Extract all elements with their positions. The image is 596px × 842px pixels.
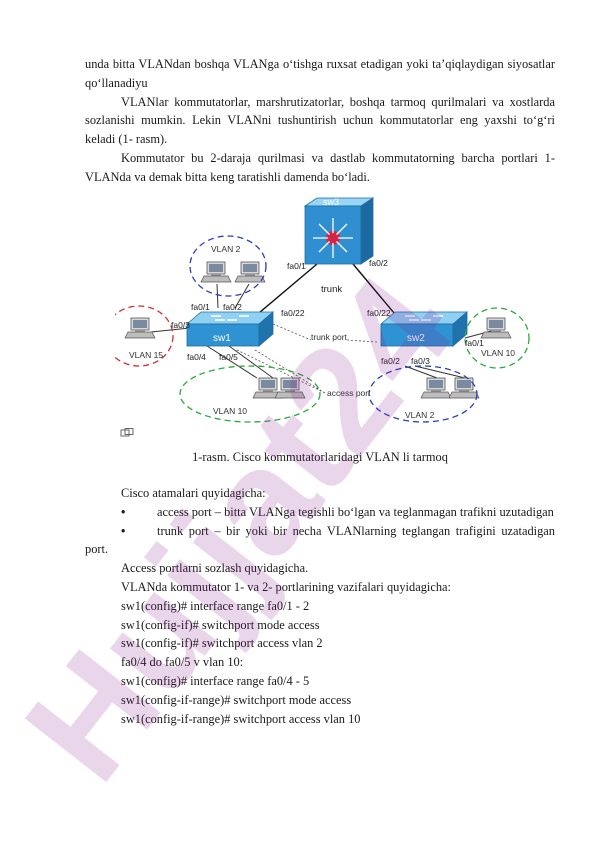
pc-icon — [448, 377, 480, 399]
vlan10-right-label: VLAN 10 — [481, 348, 515, 358]
pc-icon — [234, 261, 266, 283]
sw3-multilayer-switch-icon — [303, 197, 375, 265]
paragraph: Kommutator bu 2-daraja qurilmasi va dast… — [85, 150, 555, 184]
sw3-label: sw3 — [323, 197, 339, 207]
bullet-item: • access port – bitta VLANga tegishli bo‘… — [85, 503, 555, 522]
access-port-label: access port — [327, 388, 371, 398]
code-line: sw1(config)# interface range fa0/1 - 2 — [121, 598, 310, 613]
port-label: fa0/1 — [287, 261, 306, 271]
vlan-network-diagram: sw3 sw1 sw2 VLAN 2 VLAN 15 VLAN 10 VLAN … — [115, 197, 530, 423]
text-bottom: Cisco atamalari quyidagicha: • access por… — [85, 484, 555, 728]
port-label: fa0/2 — [223, 302, 242, 312]
pc-icon — [480, 317, 512, 339]
text-line: Access portlarni sozlash quyidagicha. — [121, 561, 309, 576]
sw1-label: sw1 — [213, 333, 231, 344]
pc-icon — [200, 261, 232, 283]
port-label: fa0/3 — [171, 320, 190, 330]
port-label: fa0/2 — [381, 356, 400, 366]
port-label: fa0/5 — [219, 352, 238, 362]
code-line: sw1(config-if-range)# switchport mode ac… — [121, 692, 352, 707]
code-line: sw1(config)# interface range fa0/4 - 5 — [121, 673, 310, 688]
paragraph: unda bitta VLANdan boshqa VLANga o‘tishg… — [85, 57, 555, 90]
port-label: fa0/22 — [281, 308, 305, 318]
bullet-icon: • — [121, 523, 126, 538]
vlan2-top-label: VLAN 2 — [211, 244, 241, 254]
vlan2-bottom-label: VLAN 2 — [405, 410, 435, 420]
code-line: sw1(config-if)# switchport access vlan 2 — [121, 636, 323, 651]
paragraph: Cisco atamalari quyidagicha: — [121, 486, 266, 500]
bullet-text: trunk port – bir yoki bir necha VLANlarn… — [85, 523, 555, 557]
vlan15-label: VLAN 15 — [129, 350, 163, 360]
code-line: sw1(config-if)# switchport mode access — [121, 617, 320, 632]
vlan10-right-boundary — [464, 307, 530, 369]
figure-caption: 1-rasm. Cisco kommutatorlaridagi VLAN li… — [192, 450, 448, 464]
pc-icon — [274, 377, 306, 399]
sw2-label: sw2 — [407, 333, 425, 344]
vlan2-top-boundary — [189, 235, 267, 297]
vlan10-left-label: VLAN 10 — [213, 406, 247, 416]
bullet-text: access port – bitta VLANga tegishli bo‘l… — [157, 504, 554, 519]
vlan10-left-boundary — [179, 365, 321, 423]
port-label: fa0/1 — [191, 302, 210, 312]
pc-icon — [420, 377, 452, 399]
text-line: fa0/4 do fa0/5 v vlan 10: — [121, 655, 244, 670]
trunk-port-label: trunk port — [311, 332, 348, 342]
text-top: unda bitta VLANdan boshqa VLANga o‘tishg… — [85, 55, 555, 187]
port-label: fa0/22 — [367, 308, 391, 318]
trunk-label: trunk — [321, 284, 342, 295]
bullet-item: •trunk port – bir yoki bir necha VLANlar… — [85, 522, 555, 560]
text-line: VLANda kommutator 1- va 2- portlarining … — [121, 579, 451, 594]
paragraph: VLANlar kommutatorlar, marshrutizatorlar… — [85, 94, 555, 147]
bullet-icon: • — [121, 504, 126, 519]
port-label: fa0/4 — [187, 352, 206, 362]
pc-icon — [124, 317, 156, 339]
port-label: fa0/1 — [465, 338, 484, 348]
code-line: sw1(config-if-range)# switchport access … — [121, 711, 361, 726]
port-label: fa0/2 — [369, 258, 388, 268]
vlan2-bottom-boundary — [368, 365, 478, 423]
image-placeholder-icon — [120, 428, 134, 437]
vlan15-boundary — [115, 305, 174, 367]
port-label: fa0/3 — [411, 356, 430, 366]
